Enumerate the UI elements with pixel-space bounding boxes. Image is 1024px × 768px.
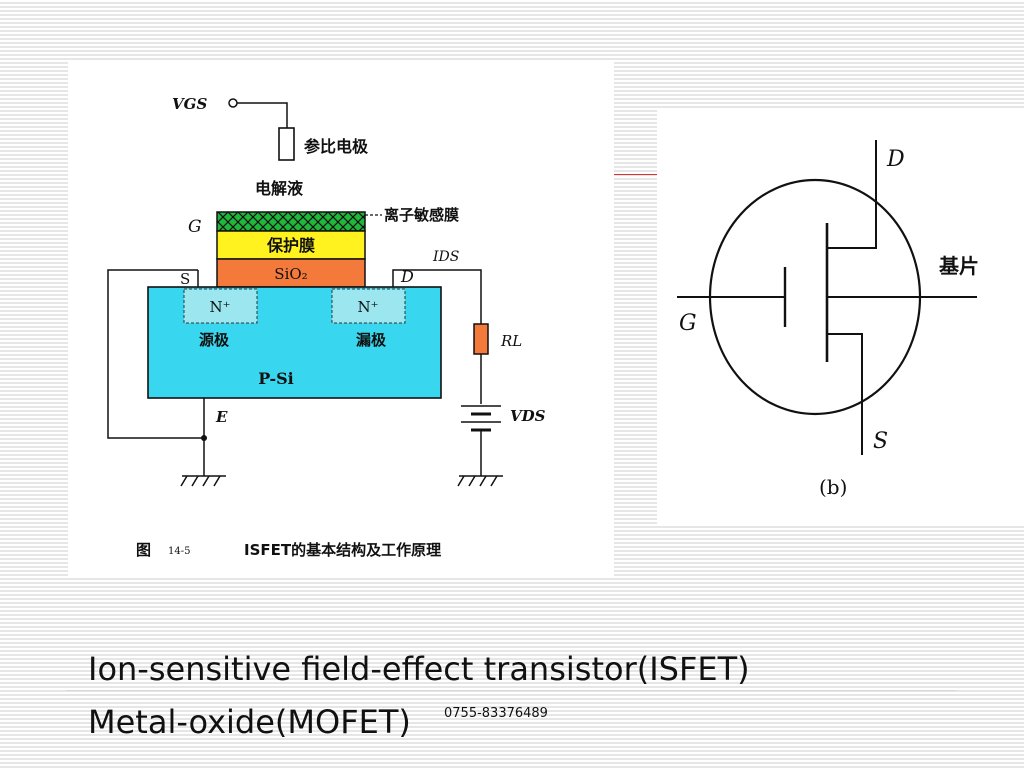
vgs-wire [237,102,288,128]
gate-label: G [188,217,202,237]
vds-battery [461,405,501,432]
vgs-terminal [228,98,238,108]
protective-film-label: 保护膜 [266,236,315,255]
source-lead [827,333,863,455]
drain-lead [827,140,877,249]
reference-electrode [278,127,295,161]
ion-sensitive-film-label: 离子敏感膜 [384,206,459,224]
caption-figure-number: 14-5 [168,546,190,557]
drain-n-plus-label: N⁺ [357,298,378,316]
sio2-label: SiO₂ [274,265,307,283]
right-ground-symbol [457,475,503,487]
slide-line-mofet: Metal-oxide(MOFET) [88,703,411,741]
source-wire [107,269,204,439]
rl-label: RL [500,332,522,350]
drain-n-region [331,288,406,324]
source-label: 源极 [199,331,230,349]
slide-line-isfet: Ion-sensitive field-effect transistor(IS… [88,650,750,688]
isfet-symbol-figure: D G S 基片 (b) [657,110,1024,524]
caption-prefix: 图 [136,541,151,559]
substrate-label: 基片 [939,254,979,278]
symbol-caption: (b) [819,475,847,499]
source-terminal-label: S [180,270,190,288]
e-label: E [215,408,228,426]
isfet-structure-diagram: VGS 参比电极 电解液 G 离子敏感膜 保护膜 SiO₂ N⁺ N⁺ 源极 漏… [107,95,546,559]
d-label: D [886,147,905,172]
slide-divider [66,690,956,691]
reference-electrode-label: 参比电极 [304,137,369,156]
phone-number: 0755-83376489 [444,706,548,721]
drain-terminal-label: D [400,267,414,286]
ion-sensitive-film [216,211,366,232]
substrate-label: P-Si [258,369,293,388]
electrolyte-label: 电解液 [255,179,304,198]
isfet-structure-figure: VGS 参比电极 电解液 G 离子敏感膜 保护膜 SiO₂ N⁺ N⁺ 源极 漏… [68,62,614,578]
sio2-layer [216,258,366,288]
ids-label: IDS [432,249,459,265]
junction-dot [201,435,207,441]
vgs-label: VGS [172,95,207,113]
isfet-symbol-diagram: D G S 基片 (b) [677,140,979,499]
caption-text: ISFET的基本结构及工作原理 [244,541,441,559]
s-label: S [873,429,888,454]
red-divider-line [614,174,657,175]
left-ground-symbol [180,475,226,487]
drain-wire [392,269,482,324]
source-n-plus-label: N⁺ [209,298,230,316]
vds-label: VDS [510,407,546,425]
load-resistor [473,323,489,355]
drain-label: 漏极 [356,331,387,349]
source-n-region [183,288,258,324]
g-label: G [679,311,697,336]
